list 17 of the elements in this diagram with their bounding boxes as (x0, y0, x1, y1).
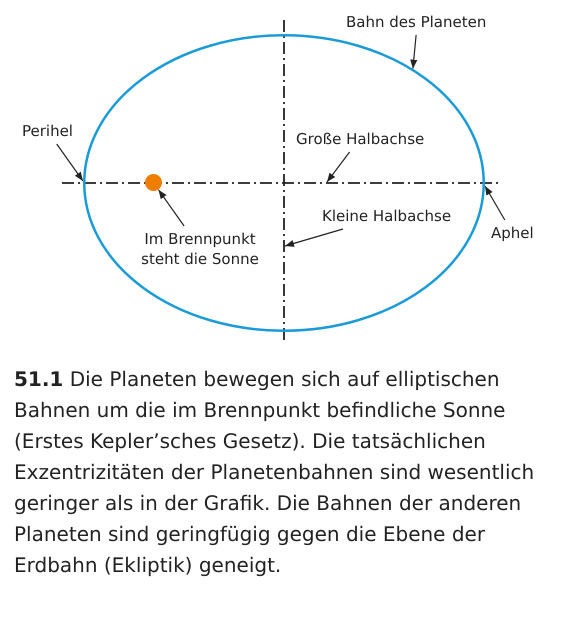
caption-text: 51.1 Die Planeten bewegen sich auf elliptischen Bahnen um die im Brennpunkt befindliche Sonne (Erstes Kepler’sches Gesetz). Die tatsächlichen Exzentrizitäten der Planetenbahnen sind wesentlich geringer als in der Grafik. Die Bahnen der anderen Planeten sind geringfügig gegen die Ebene der Erdbahn (Ekliptik) geneigt. (14, 366, 536, 579)
leader-line (284, 228, 344, 247)
leader-line (56, 144, 84, 182)
leader-line (158, 189, 185, 226)
orbit-ellipse (83, 34, 485, 332)
label-text: Bahn des Planeten (346, 12, 486, 32)
label-text: Im Brennpunkt steht die Sonne (130, 229, 270, 269)
axis-line (283, 20, 285, 342)
label-text: Perihel (22, 121, 73, 141)
label-text: Aphel (491, 223, 534, 243)
label-text: Kleine Halbachse (322, 206, 452, 226)
axis-line (62, 182, 500, 184)
label-text: Große Halbachse (296, 129, 424, 149)
leader-line (410, 34, 418, 69)
leader-line (484, 186, 506, 220)
leader-line (326, 152, 350, 182)
sun-dot (144, 174, 162, 190)
